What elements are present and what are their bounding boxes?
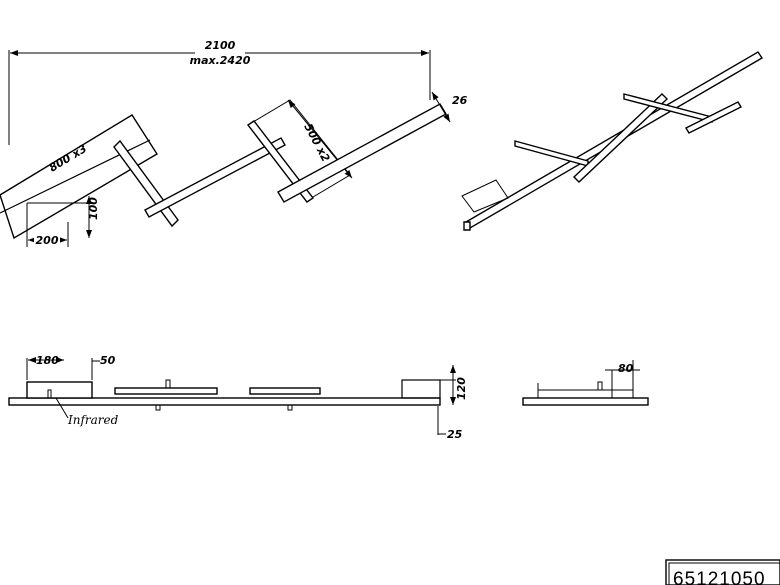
- short-bar-label: 500 x2: [301, 121, 332, 164]
- perspective-view: [461, 51, 763, 231]
- side-canopy-label: 180: [36, 354, 59, 367]
- end-view-label: 80: [618, 362, 634, 375]
- infrared-label: Infrared: [67, 413, 119, 427]
- total-width-label: 2100: [205, 39, 236, 52]
- canopy-height-label: 100: [87, 197, 100, 220]
- long-bar-2: [144, 137, 286, 218]
- long-bar-1: [0, 114, 158, 240]
- height-label: 120: [455, 377, 468, 400]
- side-view: 180 50 120 25 Infrared: [8, 354, 468, 441]
- product-code-box: 65121050: [665, 559, 780, 585]
- side-gap-label: 50: [100, 354, 116, 367]
- thickness-label: 26: [452, 94, 468, 107]
- profile-label: 25: [447, 428, 463, 441]
- canopy-detail: [26, 196, 93, 247]
- canopy-width-label: 200: [36, 234, 59, 247]
- end-view: 80: [522, 360, 649, 406]
- max-width-label: max.2420: [190, 54, 251, 67]
- top-view: 2100 max.2420 800 x3 100 200 500 x2: [0, 39, 468, 247]
- product-code: 65121050: [673, 569, 766, 585]
